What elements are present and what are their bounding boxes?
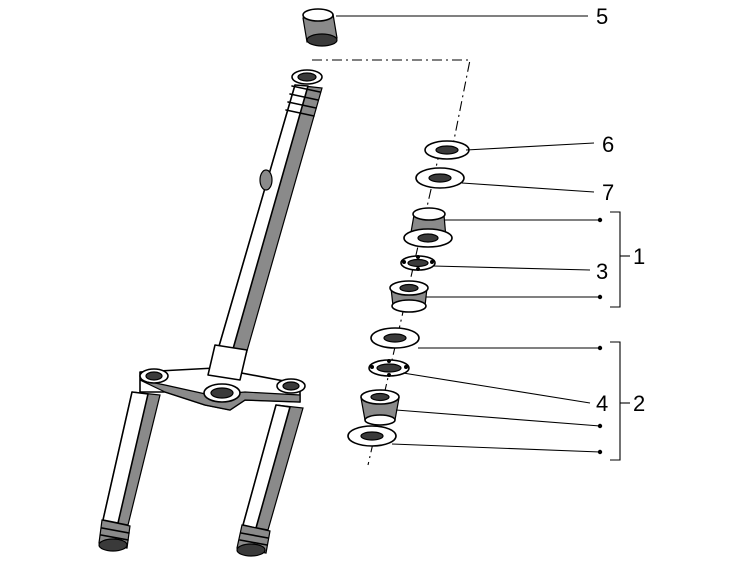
bearing-cone-set-2: [360, 389, 400, 426]
ball-cage-part-4: [368, 359, 410, 377]
bracket-group-1: [610, 211, 621, 308]
ring-nut-part-5: [302, 8, 338, 47]
callout-4: 4: [596, 391, 608, 416]
leader-line-6: [465, 142, 595, 151]
callout-1: 1: [633, 244, 645, 269]
ball-cage-part-3: [400, 255, 436, 271]
leader-line-7: [461, 182, 595, 193]
bracket-group-2: [610, 341, 621, 461]
steering-tube: [207, 69, 323, 381]
steering-bearing-stack: [302, 8, 471, 466]
washer-part-7: [415, 167, 465, 189]
leader-line-2c: [391, 443, 601, 453]
bottom-race-set-2: [347, 425, 397, 447]
callout-3: 3: [596, 259, 608, 284]
callout-7: 7: [602, 180, 614, 205]
leader-line-4: [402, 372, 591, 404]
fork-bridge: [139, 367, 306, 411]
right-fork-leg: [236, 404, 304, 557]
leader-lines: [336, 15, 630, 461]
bearing-race-set-2: [370, 327, 420, 349]
left-fork-leg: [98, 391, 161, 552]
front-fork-assembly: [98, 69, 323, 557]
callout-2: 2: [633, 391, 645, 416]
lock-nut-part-6: [424, 140, 470, 160]
leader-line-3: [432, 265, 591, 271]
callout-5: 5: [596, 4, 608, 29]
callout-labels: 5 6 7 1 3 4 2: [596, 4, 645, 416]
callout-6: 6: [602, 132, 614, 157]
leader-line-2b: [395, 409, 601, 427]
lower-bearing-cup-set-1: [389, 280, 429, 313]
upper-bearing-cup: [403, 207, 453, 248]
